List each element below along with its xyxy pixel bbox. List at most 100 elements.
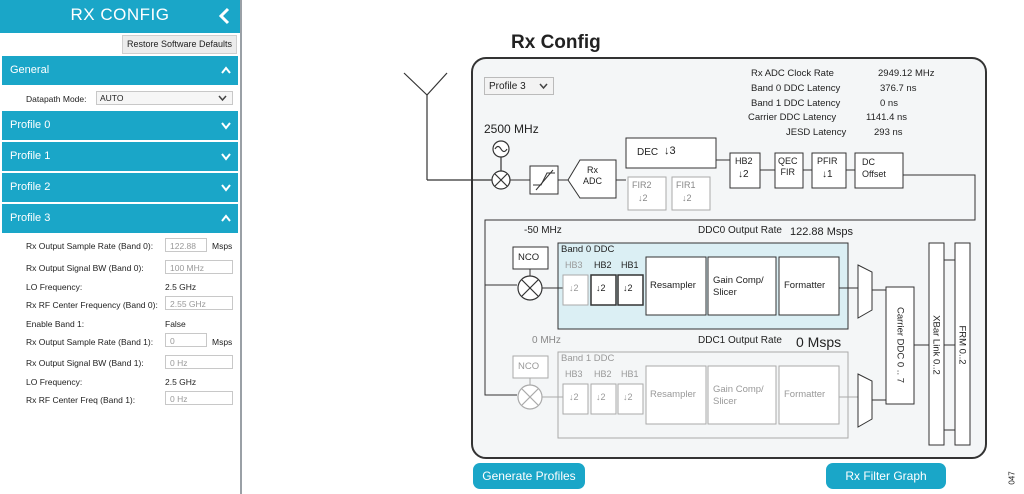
rx-config-panel: RX CONFIG Restore Software Defaults Gene… (0, 0, 242, 494)
xbar-link-box (928, 242, 945, 446)
datapath-mode-label: Datapath Mode: (26, 94, 87, 104)
sample-rate-b1-label: Rx Output Sample Rate (Band 1): (26, 337, 154, 347)
hb3-b0-factor: ↓2 (569, 283, 579, 293)
formatter-b0-box (778, 256, 840, 316)
pfir-factor: ↓1 (822, 169, 833, 180)
section-profile-2-label: Profile 2 (10, 181, 51, 193)
rf-center-b1-label: Rx RF Center Freq (Band 1): (26, 395, 136, 405)
stat-label: Band 1 DDC Latency (751, 98, 841, 109)
diagram-title: Rx Config (511, 32, 601, 53)
rf-center-b0-label: Rx RF Center Frequency (Band 0): (26, 300, 158, 310)
panel-header: RX CONFIG (0, 0, 240, 33)
figure-id: 047 (1007, 471, 1017, 485)
restore-defaults-button[interactable]: Restore Software Defaults (121, 35, 237, 54)
formatter-b0-label: Formatter (784, 280, 826, 291)
hb2-b1-label: HB2 (594, 369, 612, 379)
hb1-b0-box (617, 274, 644, 306)
collapse-panel-icon[interactable] (216, 5, 234, 27)
stat-label: JESD Latency (786, 127, 847, 138)
section-profile-1-label: Profile 1 (10, 150, 51, 162)
sample-rate-b1-input[interactable]: 0 (165, 333, 207, 347)
section-profile-1[interactable]: Profile 1 (2, 142, 238, 171)
signal-bw-b0-input[interactable]: 100 MHz (165, 260, 233, 274)
hb2-b0-box (590, 274, 617, 306)
gain-comp-b1-box (707, 365, 777, 425)
dc-offset-box (854, 152, 904, 189)
hb1-b0-factor: ↓2 (623, 283, 633, 293)
hb3-b0-box (562, 274, 589, 306)
band1-freq: 0 MHz (532, 335, 561, 346)
antenna-icon (403, 72, 492, 181)
fir1-box (671, 176, 711, 211)
dec-box (625, 137, 717, 169)
section-profile-3[interactable]: Profile 3 (2, 204, 238, 233)
section-general[interactable]: General (2, 56, 238, 85)
hb3-b1-box (562, 383, 589, 415)
hb1-b1-box (617, 383, 644, 415)
carrier-ddc-box (885, 286, 915, 405)
dec-factor: ↓3 (664, 145, 676, 157)
hb2-b0-label: HB2 (594, 260, 612, 270)
resampler-b1-box (645, 365, 707, 425)
signal-bw-b1-label: Rx Output Signal BW (Band 1): (26, 358, 144, 368)
signal-bw-b1-input[interactable]: 0 Hz (165, 355, 233, 369)
panel-title: RX CONFIG (70, 5, 170, 24)
gain-comp-b1-label: Gain Comp/ Slicer (713, 384, 764, 407)
ddc0-rate-value: 122.88 Msps (790, 226, 853, 238)
dc-offset-label: DC Offset (862, 157, 886, 179)
rf-center-b1-input[interactable]: 0 Hz (165, 391, 233, 405)
ddc0-rate-label: DDC0 Output Rate (698, 225, 782, 236)
oscillator-icon (492, 140, 510, 171)
datapath-mode-value: AUTO (100, 93, 124, 103)
rx-filter-graph-button[interactable]: Rx Filter Graph (826, 463, 946, 489)
fir1-factor: ↓2 (682, 193, 692, 203)
hb2-b1-box (590, 383, 617, 415)
stat-value: 1141.4 ns (866, 112, 908, 123)
lo-frequency-label: LO Frequency: (26, 282, 83, 292)
resampler-b0-label: Resampler (650, 280, 696, 291)
mixer-icon (517, 275, 543, 301)
nco1-label: NCO (518, 361, 540, 372)
stat-label: Carrier DDC Latency (748, 112, 837, 123)
hb3-b0-label: HB3 (565, 260, 583, 270)
fir2-box (627, 176, 667, 211)
sample-rate-b0-input[interactable]: 122.88 (165, 238, 207, 252)
ddc1-rate-value: 0 Msps (796, 334, 842, 350)
datapath-mode-select[interactable]: AUTO (96, 91, 233, 105)
hb3-b1-label: HB3 (565, 369, 583, 379)
hb1-b1-label: HB1 (621, 369, 639, 379)
hb2-b0-factor: ↓2 (596, 283, 606, 293)
band1-title: Band 1 DDC (561, 353, 615, 364)
mixer-icon (491, 170, 511, 190)
fir2-label: FIR2 (632, 180, 652, 190)
profile-select[interactable]: Profile 3 (484, 77, 554, 95)
chevron-up-icon (221, 66, 231, 74)
band0-freq: -50 MHz (524, 225, 562, 236)
lo-freq-label: 2500 MHz (484, 122, 539, 136)
enable-band1-value[interactable]: False (165, 319, 186, 329)
stat-value: 293 ns (874, 127, 903, 138)
filter-icon (529, 165, 559, 195)
section-profile-3-label: Profile 3 (10, 212, 51, 224)
section-profile-2[interactable]: Profile 2 (2, 173, 238, 202)
rf-center-b0-input[interactable]: 2.55 GHz (165, 296, 233, 310)
carrier-ddc-label: Carrier DDC 0 .. 7 (894, 306, 906, 384)
signal-bw-b0-label: Rx Output Signal BW (Band 0): (26, 263, 144, 273)
stat-label: Band 0 DDC Latency (751, 83, 841, 94)
hb1-b0-label: HB1 (621, 260, 639, 270)
stat-value: 376.7 ns (880, 83, 917, 94)
stat-value: 0 ns (880, 98, 898, 109)
hb1-b1-factor: ↓2 (623, 392, 633, 402)
formatter-b1-box (778, 365, 840, 425)
generate-profiles-button[interactable]: Generate Profiles (473, 463, 585, 489)
hb2-b1-factor: ↓2 (596, 392, 606, 402)
profile-select-value: Profile 3 (489, 81, 526, 92)
sample-rate-b0-unit: Msps (212, 241, 233, 251)
section-profile-0[interactable]: Profile 0 (2, 111, 238, 140)
fir2-factor: ↓2 (638, 193, 648, 203)
stat-value: 2949.12 MHz (878, 68, 935, 79)
gain-comp-b0-box (707, 256, 777, 316)
hb2-top-label: HB2 (735, 156, 753, 166)
chevron-down-icon (221, 122, 231, 130)
